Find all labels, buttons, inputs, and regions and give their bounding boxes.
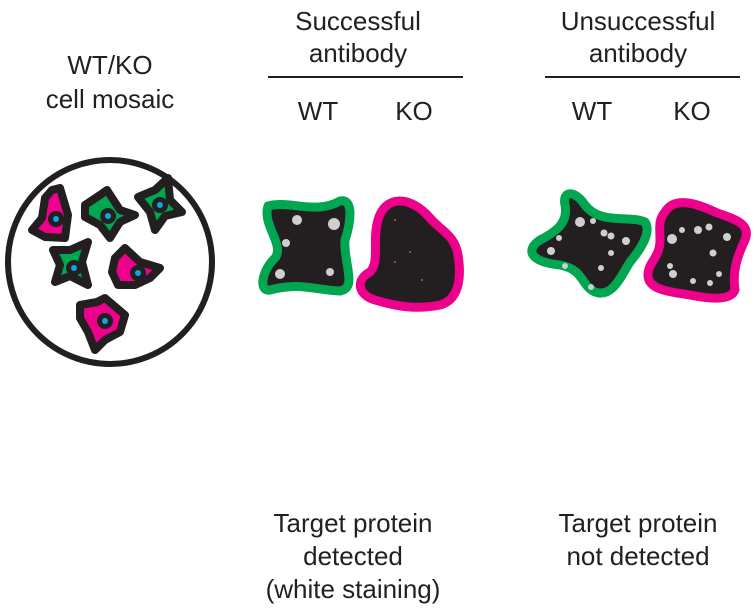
unsuccessful-wt-label: WT xyxy=(571,96,613,126)
unsuccessful-wt-cell xyxy=(527,189,652,298)
successful-ko-label: KO xyxy=(395,96,433,126)
successful-ko-cell xyxy=(356,196,464,312)
successful-caption-line2: detected xyxy=(303,541,403,571)
unsuccessful-ko-cell xyxy=(643,198,751,303)
nuclei xyxy=(53,202,163,324)
unsuccessful-caption-line2: not detected xyxy=(566,541,710,571)
successful-header-line2: antibody xyxy=(308,38,408,68)
successful-caption-line1: Target protein xyxy=(273,508,433,538)
unsuccessful-caption-line1: Target protein xyxy=(558,508,718,538)
mosaic-title-line1: WT/KO xyxy=(67,50,153,80)
mosaic-title-line2: cell mosaic xyxy=(45,84,175,114)
cell-mosaic-dish xyxy=(5,157,215,367)
successful-divider xyxy=(268,76,463,78)
successful-wt-cell xyxy=(258,196,355,296)
successful-wt-label: WT xyxy=(297,96,339,126)
successful-header-line1: Successful xyxy=(295,6,421,36)
unsuccessful-divider xyxy=(545,76,740,78)
successful-caption-line3: (white staining) xyxy=(265,574,441,604)
unsuccessful-header-line2: antibody xyxy=(588,38,688,68)
unsuccessful-ko-label: KO xyxy=(673,96,711,126)
unsuccessful-header-line1: Unsuccessful xyxy=(560,6,716,36)
